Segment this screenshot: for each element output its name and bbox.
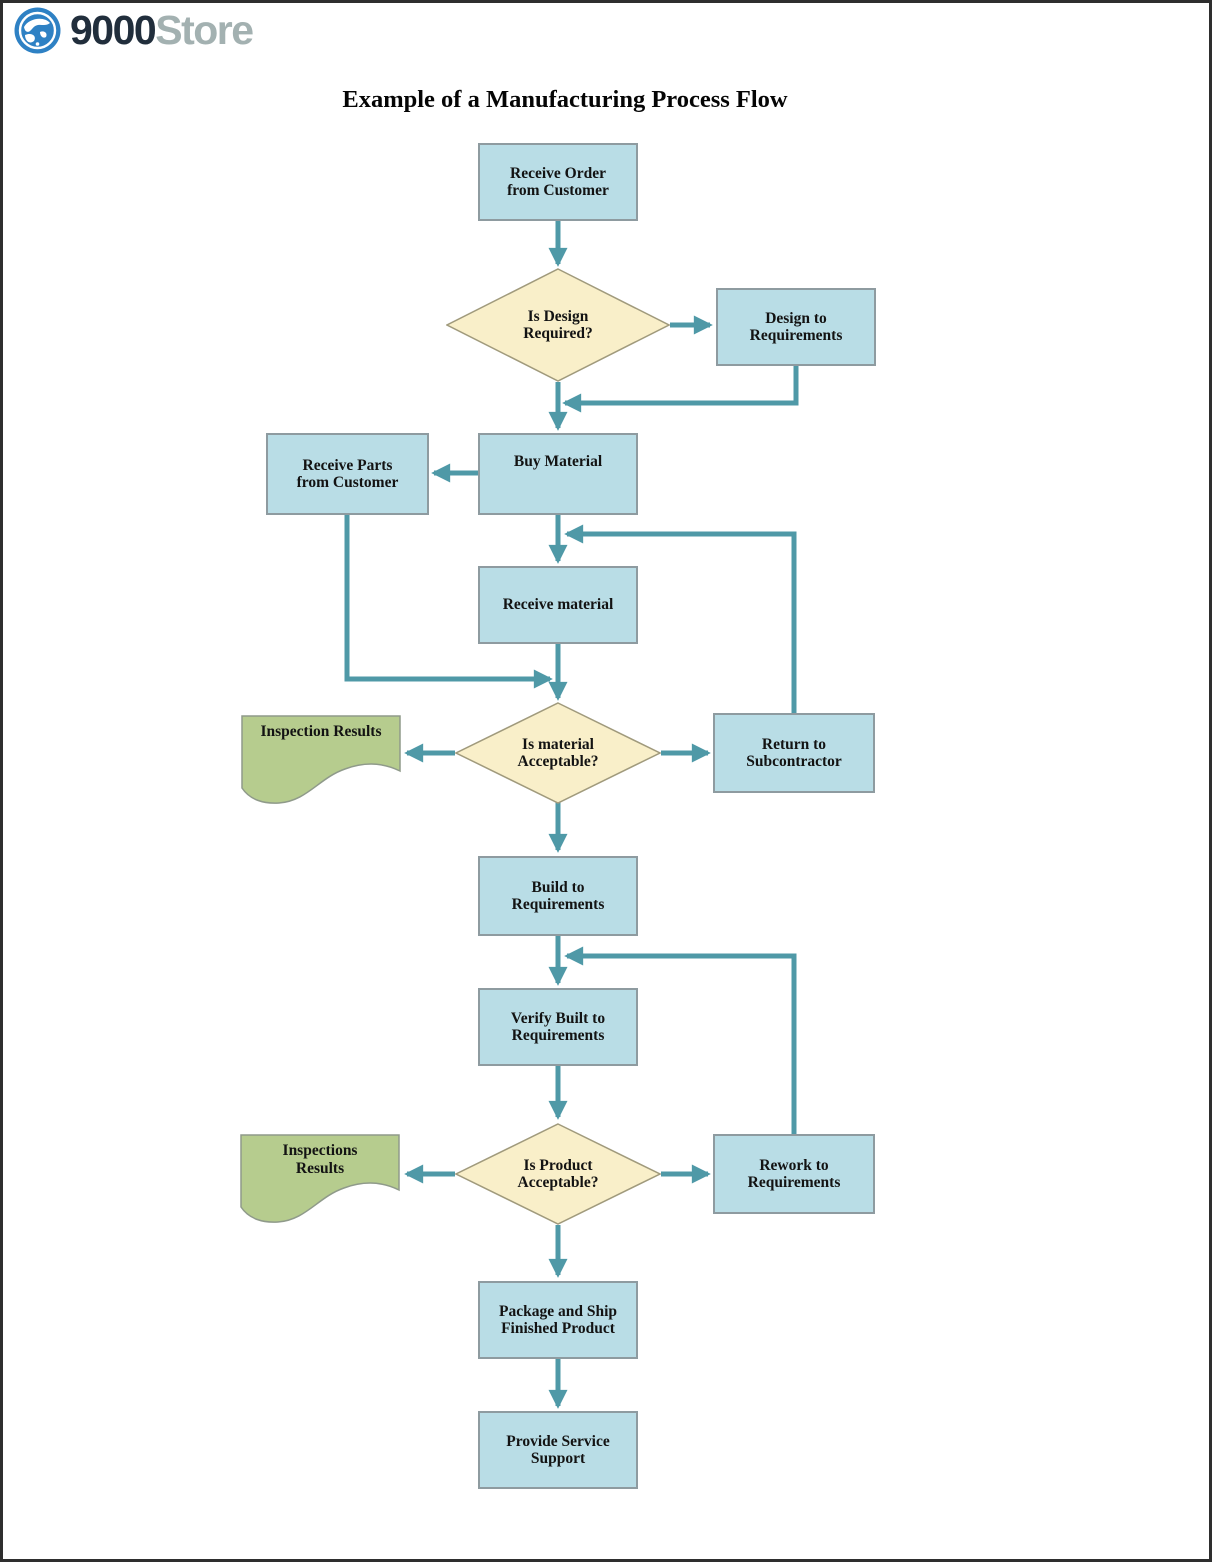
brand-header: 9000Store (14, 7, 254, 54)
node-rework-to-requirements-label: Rework to Requirements (747, 1156, 841, 1192)
node-receive-parts-label: Receive Parts from Customer (296, 456, 399, 492)
node-return-to-subcontractor: Return to Subcontractor (713, 713, 875, 793)
node-return-to-subcontractor-label: Return to Subcontractor (746, 735, 842, 771)
node-package-and-ship-label: Package and Ship Finished Product (498, 1302, 617, 1338)
node-is-material-acceptable: Is material Acceptable? (455, 702, 661, 804)
node-inspection-results: Inspection Results (241, 715, 401, 807)
node-is-material-acceptable-label: Is material Acceptable? (517, 735, 599, 771)
brand-name: 9000Store (70, 7, 254, 53)
decision-diamond-shape (455, 1123, 661, 1225)
node-receive-order: Receive Order from Customer (478, 143, 638, 221)
node-is-product-acceptable: Is Product Acceptable? (455, 1123, 661, 1225)
connector-rework-loop-back (564, 946, 797, 1134)
node-buy-material: Buy Material (478, 433, 638, 515)
node-provide-service-support-label: Provide Service Support (506, 1432, 610, 1468)
node-is-design-required-label: Is Design Required? (523, 307, 593, 343)
node-design-to-requirements-label: Design to Requirements (749, 309, 843, 345)
node-receive-parts: Receive Parts from Customer (266, 433, 429, 515)
node-design-to-requirements: Design to Requirements (716, 288, 876, 366)
node-inspection-results-label: Inspection Results (260, 723, 382, 740)
document-shape (240, 1134, 400, 1223)
connector-design-requirements-loop-back (562, 366, 799, 413)
node-build-to-requirements-label: Build to Requirements (511, 878, 605, 914)
node-rework-to-requirements: Rework to Requirements (713, 1134, 875, 1214)
node-verify-built-to-requirements-label: Verify Built to Requirements (510, 1009, 606, 1045)
page-title: Example of a Manufacturing Process Flow (342, 86, 788, 113)
decision-diamond-shape (446, 268, 670, 382)
node-is-product-acceptable-label: Is Product Acceptable? (517, 1156, 599, 1192)
document-shape (241, 715, 401, 804)
flow-connectors (344, 221, 799, 1409)
brand-name-primary: 9000 (70, 7, 157, 53)
node-provide-service-support: Provide Service Support (478, 1411, 638, 1489)
decision-diamond-shape (455, 702, 661, 804)
node-inspections-results-label: Inspections Results (282, 1142, 358, 1177)
node-buy-material-label: Buy Material (513, 453, 603, 470)
node-receive-material: Receive material (478, 566, 638, 644)
globe-swirl-icon (14, 7, 61, 54)
node-is-design-required: Is Design Required? (446, 268, 670, 382)
connector-return-subcontractor-loop-back (564, 524, 797, 713)
connector-receive-parts-to-material-decision (344, 515, 553, 689)
node-build-to-requirements: Build to Requirements (478, 856, 638, 936)
node-receive-order-label: Receive Order from Customer (507, 164, 609, 200)
node-package-and-ship: Package and Ship Finished Product (478, 1281, 638, 1359)
brand-name-secondary: Store (155, 7, 254, 53)
node-inspections-results: Inspections Results (240, 1134, 400, 1226)
node-receive-material-label: Receive material (502, 596, 614, 614)
node-verify-built-to-requirements: Verify Built to Requirements (478, 988, 638, 1066)
